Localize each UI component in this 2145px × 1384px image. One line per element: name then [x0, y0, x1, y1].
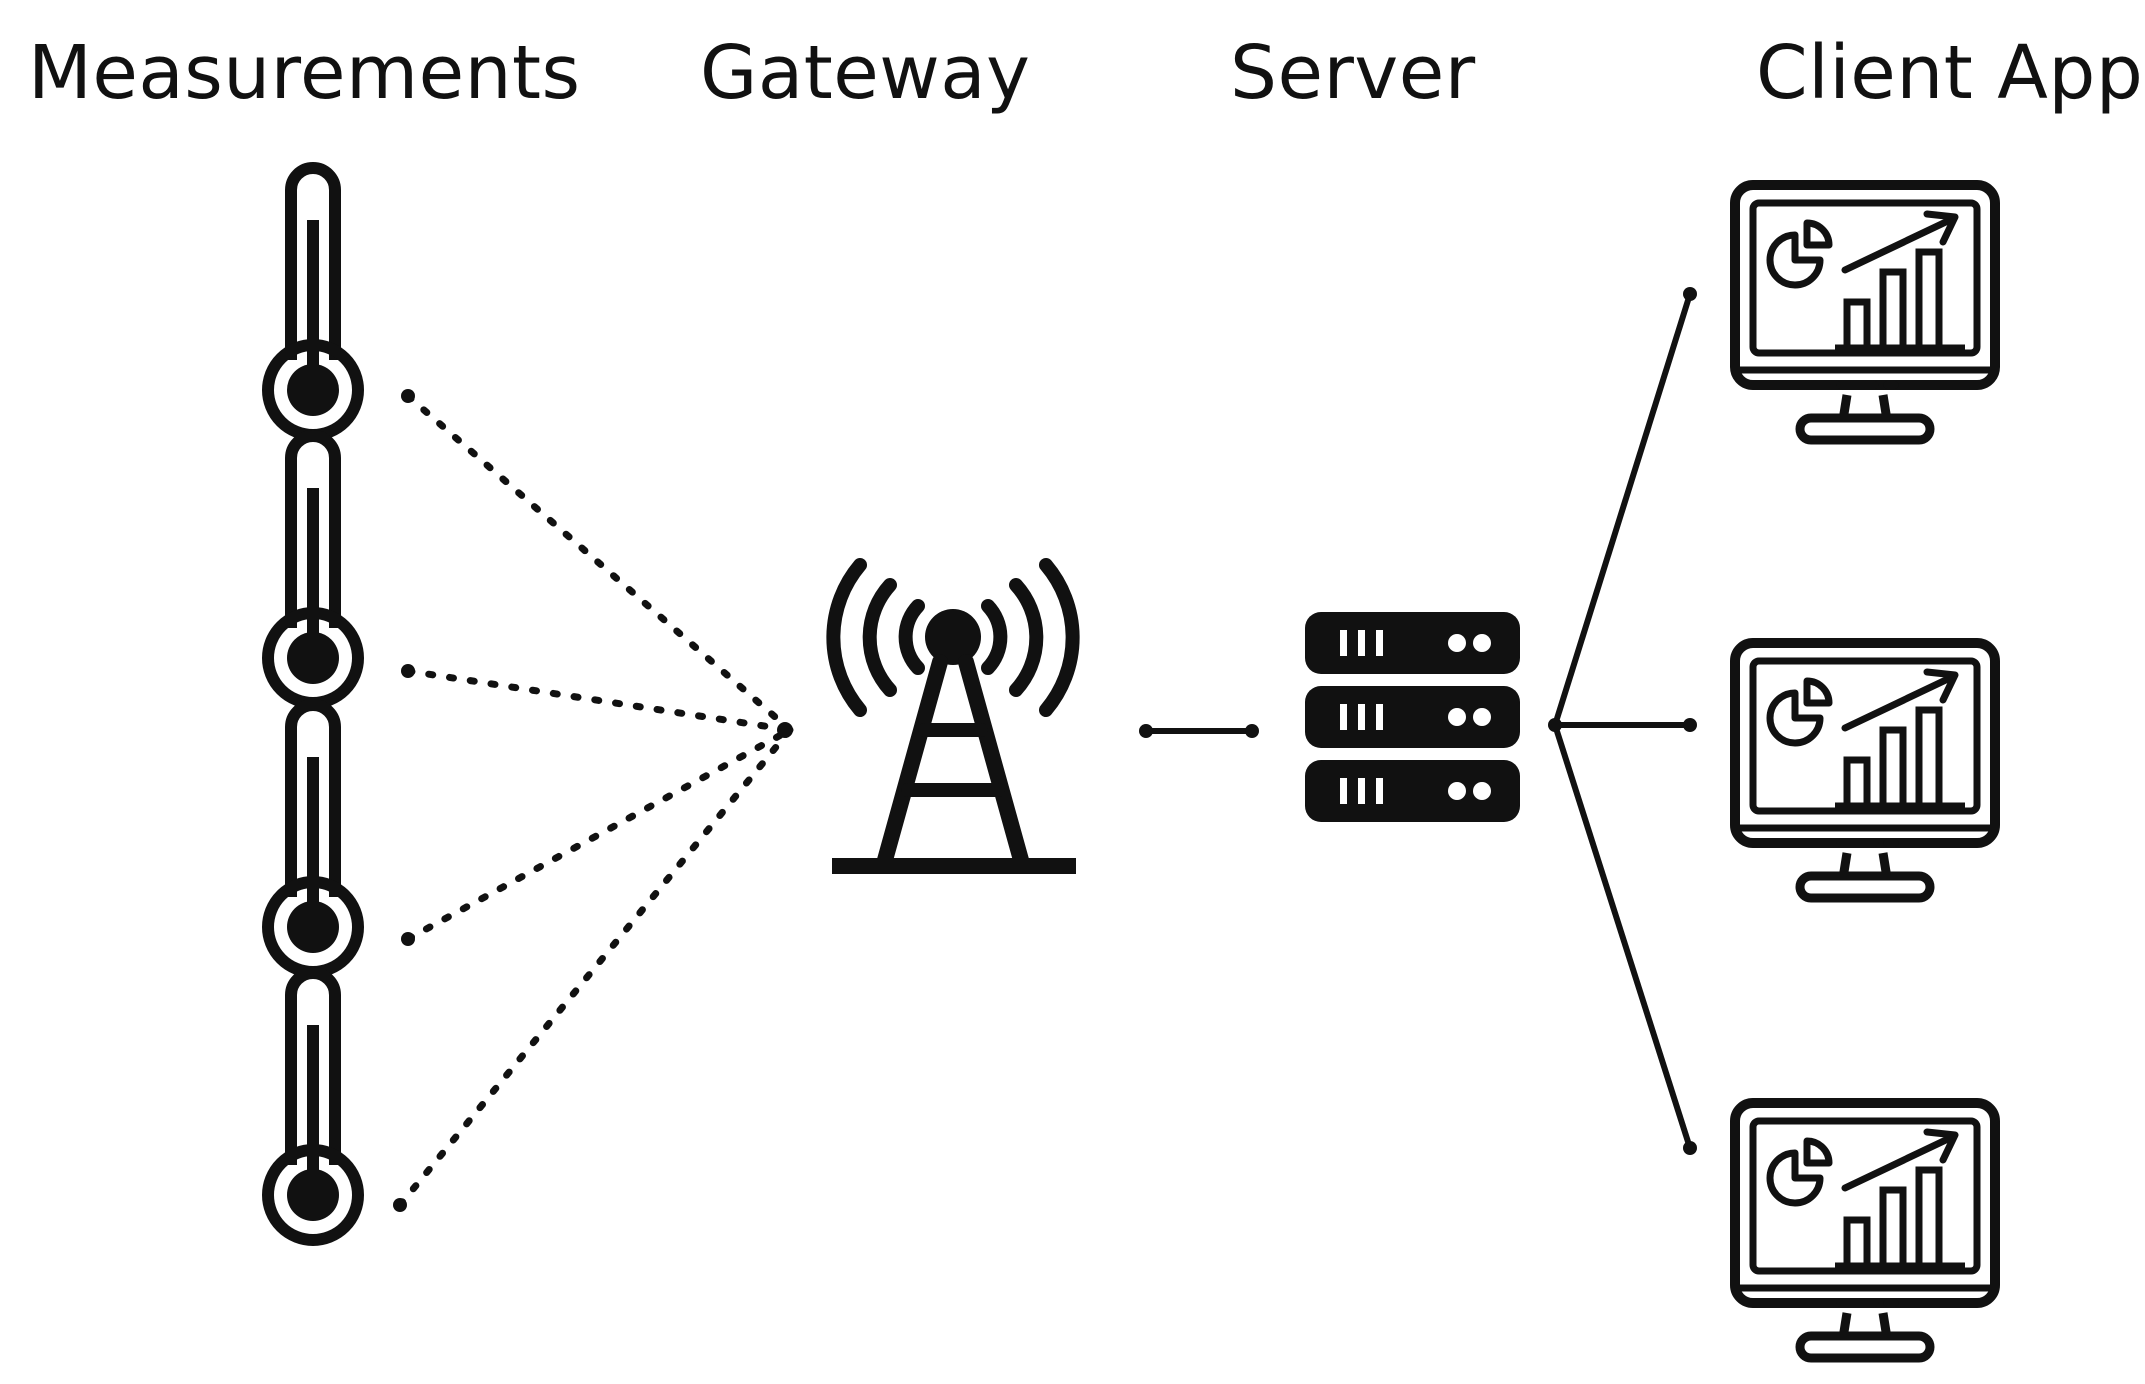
radio-tower-icon	[826, 558, 1080, 874]
monitor-dashboard-icon	[1735, 185, 1995, 440]
thermometer-icon	[268, 168, 358, 435]
server-rack-icon	[1305, 612, 1520, 822]
column-label-server: Server	[1230, 30, 1476, 116]
thermometer-icon	[268, 973, 358, 1240]
server-client-links	[1552, 293, 1693, 1149]
wireless-links	[396, 392, 794, 1209]
monitor-dashboard-icon	[1735, 643, 1995, 898]
column-label-gateway: Gateway	[700, 30, 1031, 116]
column-label-measurements: Measurements	[28, 30, 581, 116]
wireless-link-endpoints	[393, 389, 793, 1212]
monitor-dashboard-icon	[1735, 1103, 1995, 1358]
thermometer-icon	[268, 436, 358, 703]
column-label-client-app: Client App	[1756, 30, 2144, 116]
gateway-server-link	[1139, 724, 1259, 738]
server-client-link-endpoints	[1548, 287, 1697, 1155]
thermometer-icon	[268, 705, 358, 972]
